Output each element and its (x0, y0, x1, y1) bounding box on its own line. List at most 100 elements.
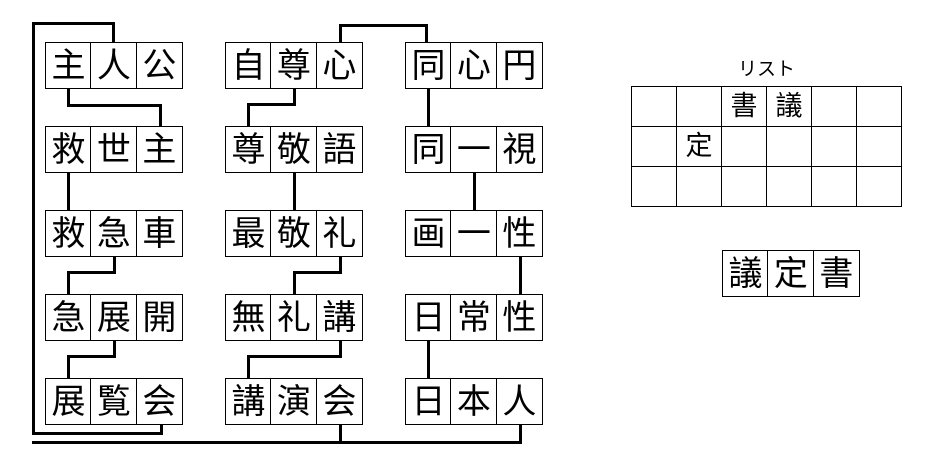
link-saikeirei-to-bureikou-across (293, 271, 342, 274)
word-cell[interactable]: 視 (495, 126, 543, 173)
word-cell[interactable]: 開 (135, 294, 183, 341)
word-tenrankai[interactable]: 展 覧 会 (45, 378, 183, 425)
list-cell[interactable] (856, 86, 902, 127)
word-cell[interactable]: 急 (45, 294, 92, 341)
word-cell[interactable]: 主 (135, 126, 183, 173)
link-kouenkai-down (339, 424, 342, 443)
word-cell[interactable]: 心 (450, 42, 498, 89)
word-cell[interactable]: 展 (45, 378, 92, 425)
word-cell[interactable]: 画 (405, 210, 452, 257)
word-cell[interactable]: 演 (270, 378, 318, 425)
list-title: リスト (737, 58, 795, 80)
list-cell[interactable] (676, 166, 722, 207)
word-cell[interactable]: 人 (495, 378, 543, 425)
list-cell[interactable] (631, 126, 677, 167)
word-cell[interactable]: 救 (45, 126, 92, 173)
word-cell[interactable]: 救 (45, 210, 92, 257)
list-cell[interactable] (631, 86, 677, 127)
link-nichijousei-to-nihonjin (427, 339, 430, 379)
word-cell[interactable]: 同 (405, 126, 452, 173)
list-cell[interactable] (766, 166, 812, 207)
word-nihonjin[interactable]: 日 本 人 (405, 378, 543, 425)
word-cell[interactable]: 常 (450, 294, 498, 341)
word-cell[interactable]: 人 (90, 42, 138, 89)
word-cell[interactable]: 心 (315, 42, 363, 89)
word-cell[interactable]: 同 (405, 42, 452, 89)
link-sonkeigo-to-saikeirei (293, 171, 296, 211)
word-cell[interactable]: 主 (45, 42, 92, 89)
word-cell[interactable]: 本 (450, 378, 498, 425)
link-kyuutenkai-to-tenrankai-down (113, 339, 116, 357)
word-cell[interactable]: 日 (405, 294, 452, 341)
word-cell[interactable]: 敬 (270, 210, 318, 257)
word-cell[interactable]: 急 (90, 210, 138, 257)
link-kakuitsusei-to-nichijousei (519, 255, 522, 295)
list-cell[interactable] (721, 126, 767, 167)
word-cell[interactable]: 展 (90, 294, 138, 341)
word-cell[interactable]: 日 (405, 378, 452, 425)
word-cell[interactable]: 自 (225, 42, 272, 89)
word-cell[interactable]: 車 (135, 210, 183, 257)
word-bureikou[interactable]: 無 礼 講 (225, 294, 363, 341)
word-kakuitsusei[interactable]: 画 一 性 (405, 210, 543, 257)
list-row: 書 議 (631, 86, 902, 127)
word-cell[interactable]: 無 (225, 294, 272, 341)
link-wrap-seg-bottom-left (32, 432, 163, 435)
list-cell[interactable] (721, 166, 767, 207)
answer-cell[interactable]: 定 (767, 250, 815, 297)
word-cell[interactable]: 講 (225, 378, 272, 425)
link-doushinen-to-douitsushi (427, 87, 430, 127)
word-cell[interactable]: 礼 (270, 294, 318, 341)
word-kyuukyuusha[interactable]: 救 急 車 (45, 210, 183, 257)
word-doushinen[interactable]: 同 心 円 (405, 42, 543, 89)
word-cell[interactable]: 敬 (270, 126, 318, 173)
word-cell[interactable]: 公 (135, 42, 183, 89)
word-cell[interactable]: 世 (90, 126, 138, 173)
link-jisonshin-to-doushinen-across (339, 24, 428, 27)
word-kyuutenkai[interactable]: 急 展 開 (45, 294, 183, 341)
list-grid[interactable]: 書 議 定 (631, 86, 902, 207)
list-cell[interactable] (856, 166, 902, 207)
link-kyuutenkai-to-tenrankai-across (67, 355, 116, 358)
word-cell[interactable]: 一 (450, 126, 498, 173)
link-jisonshin-to-sonkeigo-across (247, 103, 296, 106)
word-douitsushi[interactable]: 同 一 視 (405, 126, 543, 173)
list-cell[interactable] (631, 166, 677, 207)
list-cell[interactable]: 議 (766, 86, 812, 127)
list-cell[interactable] (856, 126, 902, 167)
word-kyuuseishu[interactable]: 救 世 主 (45, 126, 183, 173)
word-shujinkou[interactable]: 主 人 公 (45, 42, 183, 89)
word-cell[interactable]: 会 (135, 378, 183, 425)
link-jisonshin-to-sonkeigo-up (247, 103, 250, 126)
word-cell[interactable]: 会 (315, 378, 363, 425)
word-cell[interactable]: 一 (450, 210, 498, 257)
answer-cell[interactable]: 書 (812, 250, 860, 297)
word-cell[interactable]: 最 (225, 210, 272, 257)
word-nichijousei[interactable]: 日 常 性 (405, 294, 543, 341)
word-sonkeigo[interactable]: 尊 敬 語 (225, 126, 363, 173)
list-cell[interactable] (811, 86, 857, 127)
word-cell[interactable]: 講 (315, 294, 363, 341)
word-cell[interactable]: 尊 (225, 126, 272, 173)
word-cell[interactable]: 円 (495, 42, 543, 89)
link-kyuukyuusha-to-kyuutenkai-down (113, 255, 116, 273)
answer-cell[interactable]: 議 (722, 250, 769, 297)
word-cell[interactable]: 尊 (270, 42, 318, 89)
list-cell[interactable]: 定 (676, 126, 722, 167)
list-cell[interactable] (676, 86, 722, 127)
list-cell[interactable]: 書 (721, 86, 767, 127)
list-cell[interactable] (811, 166, 857, 207)
word-cell[interactable]: 礼 (315, 210, 363, 257)
list-cell[interactable] (766, 126, 812, 167)
link-wrap-seg-top-horizontal (32, 22, 115, 25)
word-cell[interactable]: 語 (315, 126, 363, 173)
word-saikeirei[interactable]: 最 敬 礼 (225, 210, 363, 257)
word-cell[interactable]: 覧 (90, 378, 138, 425)
list-cell[interactable] (811, 126, 857, 167)
word-kouenkai[interactable]: 講 演 会 (225, 378, 363, 425)
answer-word[interactable]: 議 定 書 (722, 250, 860, 297)
word-cell[interactable]: 性 (495, 294, 543, 341)
word-jisonshin[interactable]: 自 尊 心 (225, 42, 363, 89)
word-cell[interactable]: 性 (495, 210, 543, 257)
